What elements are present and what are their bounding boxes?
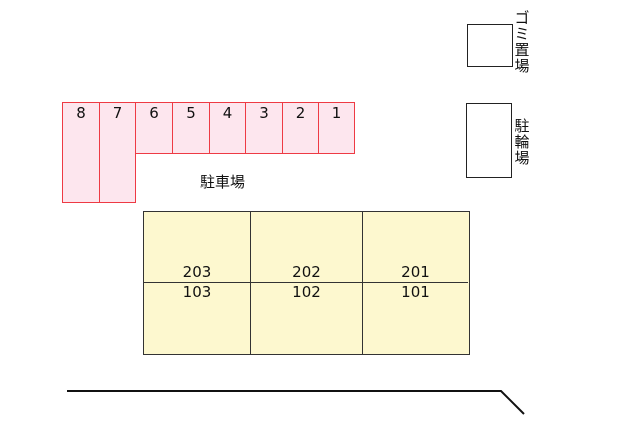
unit-number: 203	[182, 263, 212, 281]
unit-number: 201	[401, 263, 430, 281]
unit-102: 102	[251, 283, 363, 354]
unit-number: 101	[401, 283, 430, 301]
unit-201: 201	[363, 212, 468, 283]
unit-103: 103	[144, 283, 251, 354]
bicycle-parking	[466, 103, 512, 178]
garbage-label: ゴ ミ 置 場	[514, 9, 530, 75]
parking-label: 駐車場	[200, 173, 246, 191]
unit-number: 202	[292, 263, 321, 281]
unit-number: 103	[182, 283, 212, 301]
unit-101: 101	[363, 283, 468, 354]
unit-203: 203	[144, 212, 251, 283]
building: 203 103 202 102 201 101	[143, 211, 470, 355]
garbage-area	[467, 24, 513, 67]
bicycle-parking-label: 駐 輪 場	[514, 117, 530, 167]
unit-number: 102	[292, 283, 321, 301]
unit-202: 202	[251, 212, 363, 283]
